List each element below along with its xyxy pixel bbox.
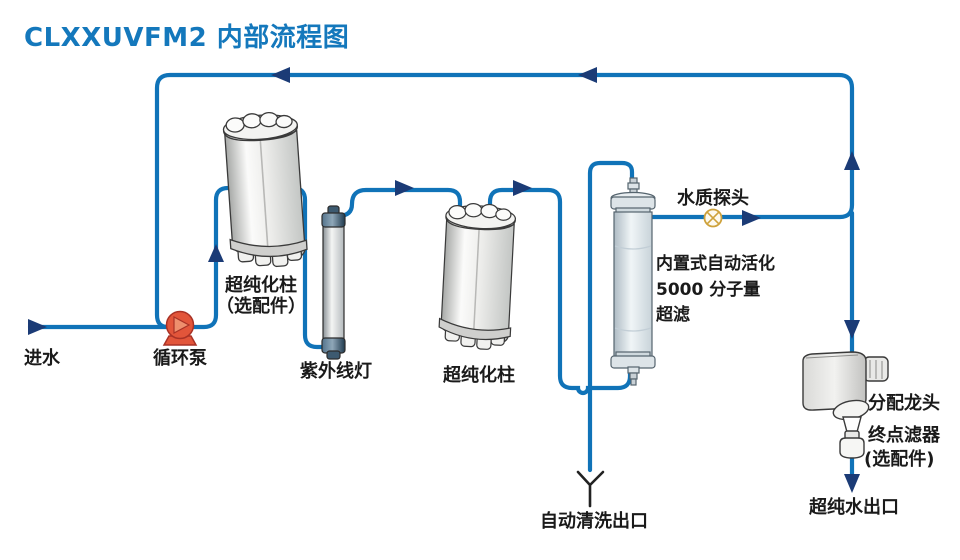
label-probe: 水质探头 [677, 188, 749, 209]
page-title: CLXXUVFM2 内部流程图 [24, 23, 350, 53]
label-pump: 循环泵 [153, 348, 207, 369]
label-pure-water-outlet: 超纯水出口 [809, 497, 899, 518]
arrow-riser-up [208, 244, 224, 262]
label-column1-line1: 超纯化柱 [225, 275, 297, 296]
label-auto-clean-outlet: 自动清洗出口 [540, 511, 648, 532]
label-end-filter-line1: 终点滤器 [868, 425, 940, 446]
arrow-inlet-right [28, 319, 47, 335]
drain-symbol [576, 470, 605, 508]
pipe-network [27, 72, 855, 483]
purification-column-1 [220, 109, 309, 271]
arrow-outlet-down [844, 474, 860, 493]
label-inlet: 进水 [24, 348, 60, 369]
label-column2: 超纯化柱 [443, 365, 515, 386]
label-uv-lamp: 紫外线灯 [300, 361, 372, 382]
purification-column-2 [437, 201, 518, 352]
label-uf-line3: 超滤 [656, 305, 690, 325]
pipe-uvlamp-to-column2 [335, 187, 463, 233]
arrow-tap-down [844, 320, 860, 339]
arrow-right-up [844, 151, 860, 170]
label-uf-line1: 内置式自动活化 [656, 254, 775, 274]
uf-module [610, 177, 656, 386]
arrow-after-lamp-right [395, 180, 414, 196]
uv-lamp [321, 205, 346, 360]
arrow-after-probe-right [742, 210, 761, 226]
water-quality-probe-icon [703, 208, 723, 228]
dispensing-tap [802, 351, 889, 440]
label-tap: 分配龙头 [868, 393, 940, 414]
arrow-topline-left-2 [578, 67, 597, 83]
label-end-filter-line2: (选配件) [864, 449, 935, 470]
label-column1-line2: （选配件） [216, 296, 306, 317]
pipe-uf-to-drain [587, 160, 635, 473]
arrow-after-column2-right [513, 180, 532, 196]
label-uf-line2: 5000 分子量 [656, 280, 761, 300]
pipe-column2-to-uf [487, 187, 633, 396]
end-filter [839, 437, 865, 459]
circulation-pump [162, 310, 198, 346]
flow-arrows [28, 67, 860, 493]
arrow-topline-left-1 [271, 67, 290, 83]
